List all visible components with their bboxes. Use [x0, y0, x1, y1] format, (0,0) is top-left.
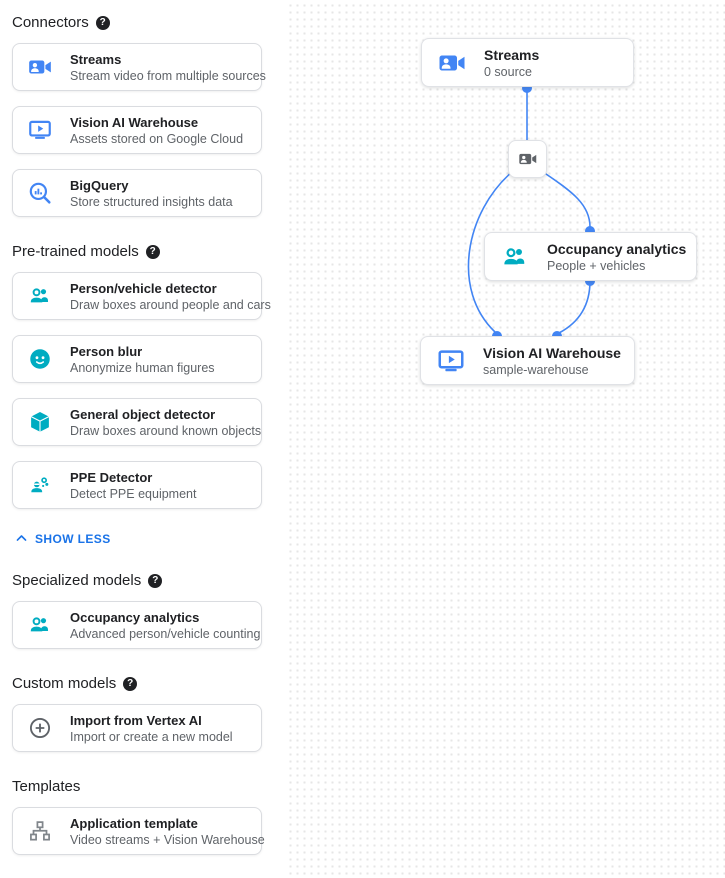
card-subtitle: Assets stored on Google Cloud [70, 131, 244, 146]
edge-source-to-occupancy [542, 171, 591, 228]
card-title: Person/vehicle detector [70, 280, 217, 296]
section-heading-label: Templates [12, 778, 81, 795]
node-subtitle: 0 source [484, 64, 532, 79]
warehouse-icon [436, 346, 466, 376]
card-title: Application template [70, 815, 198, 831]
card-subtitle: Stream video from multiple sources [70, 68, 266, 83]
node-title: Vision AI Warehouse [483, 344, 621, 361]
card-title: BigQuery [70, 177, 129, 193]
videocam-icon [517, 148, 539, 170]
person-blur-icon [27, 346, 53, 372]
card-subtitle: Detect PPE equipment [70, 486, 197, 501]
card-title: PPE Detector [70, 469, 153, 485]
section-heading-label: Specialized models [12, 572, 142, 589]
palette-card-general-object-detector[interactable]: General object detector Draw boxes aroun… [12, 398, 262, 446]
show-less-button[interactable]: SHOW LESS [14, 531, 262, 546]
graph-edges [467, 83, 595, 341]
node-title: Occupancy analytics [547, 240, 687, 257]
section-heading-templates: Templates [12, 778, 262, 795]
card-title: Person blur [70, 343, 143, 359]
node-subtitle: sample-warehouse [483, 362, 589, 377]
section-heading-pretrained: Pre-trained models ? [12, 243, 262, 260]
card-subtitle: Draw boxes around people and cars [70, 297, 271, 312]
card-title: Import from Vertex AI [70, 712, 202, 728]
card-subtitle: Store structured insights data [70, 194, 233, 209]
help-icon[interactable]: ? [123, 676, 138, 691]
palette-card-person-vehicle-detector[interactable]: Person/vehicle detector Draw boxes aroun… [12, 272, 271, 320]
palette-card-ppe-detector[interactable]: PPE Detector Detect PPE equipment [12, 461, 262, 509]
card-subtitle: Advanced person/vehicle counting [70, 626, 261, 641]
card-title: Streams [70, 51, 122, 67]
palette-card-application-template[interactable]: Application template Video streams + Vis… [12, 807, 265, 855]
palette-card-vision-warehouse[interactable]: Vision AI Warehouse Assets stored on Goo… [12, 106, 262, 154]
section-heading-label: Pre-trained models [12, 243, 139, 260]
card-title: Vision AI Warehouse [70, 114, 199, 130]
warehouse-icon [27, 117, 53, 143]
palette-card-streams[interactable]: Streams Stream video from multiple sourc… [12, 43, 266, 91]
object-detector-icon [27, 409, 53, 435]
bigquery-icon [27, 180, 53, 206]
edge-occupancy-to-warehouse [558, 280, 591, 334]
section-heading-custom: Custom models ? [12, 675, 262, 692]
section-heading-label: Connectors [12, 14, 89, 31]
palette-card-bigquery[interactable]: BigQuery Store structured insights data [12, 169, 262, 217]
person-vehicle-icon [27, 283, 53, 309]
streams-icon [27, 54, 53, 80]
ppe-detector-icon [27, 472, 53, 498]
node-vision-ai-warehouse[interactable]: Vision AI Warehouse sample-warehouse [420, 336, 635, 385]
help-icon[interactable]: ? [95, 15, 110, 30]
section-heading-connectors: Connectors ? [12, 14, 262, 31]
edge-source-to-warehouse [467, 170, 514, 333]
section-heading-label: Custom models [12, 675, 117, 692]
node-title: Streams [484, 46, 540, 63]
component-palette-sidebar: Connectors ? Streams Stream video from m… [0, 0, 285, 878]
card-subtitle: Import or create a new model [70, 729, 233, 744]
card-title: Occupancy analytics [70, 609, 200, 625]
occupancy-icon [500, 242, 530, 272]
node-streams[interactable]: Streams 0 source [421, 38, 634, 87]
streams-icon [437, 48, 467, 78]
help-icon[interactable]: ? [148, 573, 163, 588]
vertex-import-icon [27, 715, 53, 741]
node-stream-source[interactable] [508, 140, 547, 178]
section-heading-specialized: Specialized models ? [12, 572, 262, 589]
application-template-icon [27, 818, 53, 844]
graph-canvas[interactable]: Streams 0 source Occupancy analytics P [285, 0, 725, 878]
chevron-up-icon [14, 531, 29, 546]
palette-card-import-vertex[interactable]: Import from Vertex AI Import or create a… [12, 704, 262, 752]
node-occupancy-analytics[interactable]: Occupancy analytics People + vehicles [484, 232, 697, 281]
occupancy-icon [27, 612, 53, 638]
card-subtitle: Video streams + Vision Warehouse [70, 832, 265, 847]
node-subtitle: People + vehicles [547, 258, 646, 273]
card-subtitle: Draw boxes around known objects [70, 423, 262, 438]
palette-card-occupancy-analytics[interactable]: Occupancy analytics Advanced person/vehi… [12, 601, 262, 649]
card-subtitle: Anonymize human figures [70, 360, 215, 375]
help-icon[interactable]: ? [145, 244, 160, 259]
card-title: General object detector [70, 406, 216, 422]
palette-card-person-blur[interactable]: Person blur Anonymize human figures [12, 335, 262, 383]
show-less-label: SHOW LESS [35, 531, 111, 546]
